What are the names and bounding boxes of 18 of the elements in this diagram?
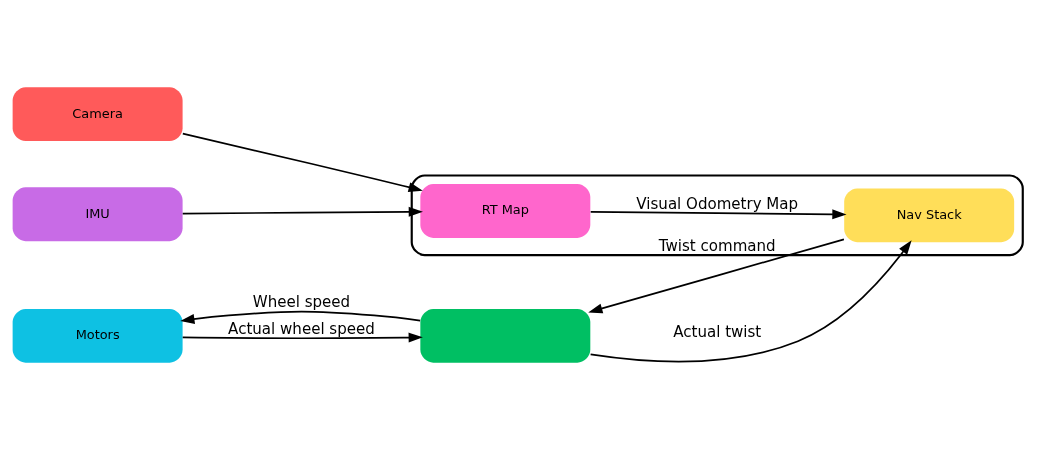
arrow: [589, 209, 847, 220]
arrow: [181, 132, 423, 193]
node-box: RT Map: [420, 184, 591, 238]
node-box: Nav Stack: [844, 188, 1015, 243]
arrow: [181, 206, 423, 217]
node-box: Camera: [12, 87, 183, 142]
edge-label: Twist command: [658, 237, 776, 256]
edge-label: Visual Odometry Map: [636, 195, 799, 214]
arrow: [589, 240, 912, 363]
edge-label: Actual wheel speed: [228, 319, 375, 338]
node-box: IMU: [12, 187, 183, 242]
edge-label: Wheel speed: [252, 292, 351, 311]
arrow: [181, 332, 423, 343]
arrow: [180, 310, 421, 324]
node-box: [420, 308, 591, 363]
node-box: Motors: [12, 308, 183, 363]
edge-label: Actual twist: [673, 323, 762, 342]
arrow: [588, 238, 845, 314]
